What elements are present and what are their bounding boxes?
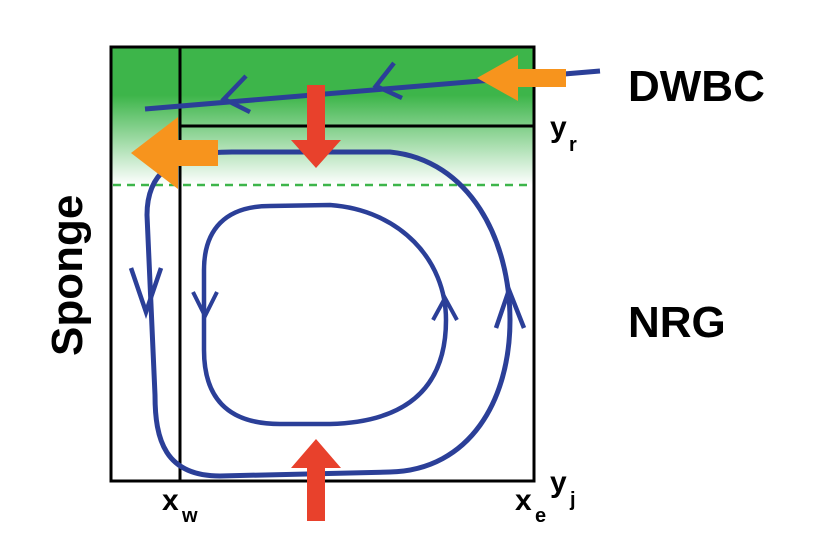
sponge-label: Sponge [43,195,92,356]
dwbc-chevron-2 [220,74,252,115]
dwbc-label: DWBC [628,62,765,111]
downward-inflow-arrow [291,85,341,168]
outer-streamline [144,149,513,479]
x-w-label: x [162,484,179,517]
upward-inflow-arrow [291,439,341,521]
y-r-subscript: r [569,134,577,156]
inner-streamline [201,202,449,427]
sponge-outflow-arrow [131,117,218,189]
x-e-subscript: e [535,505,546,527]
outer-streamline-chevron-down [128,267,164,319]
inner-streamline-chevron-down [191,291,219,321]
dwbc-chevron-1 [372,61,403,101]
y-r-label: y [550,111,567,144]
outer-streamline-chevron-up [493,283,527,329]
nrg-label: NRG [628,298,726,347]
x-e-label: x [515,484,532,517]
y-j-subscript: j [569,489,576,511]
dwbc-inflow-arrow [477,55,566,101]
y-j-label: y [550,466,567,499]
inner-streamline-chevron-up [431,293,459,321]
x-w-subscript: w [181,505,198,527]
